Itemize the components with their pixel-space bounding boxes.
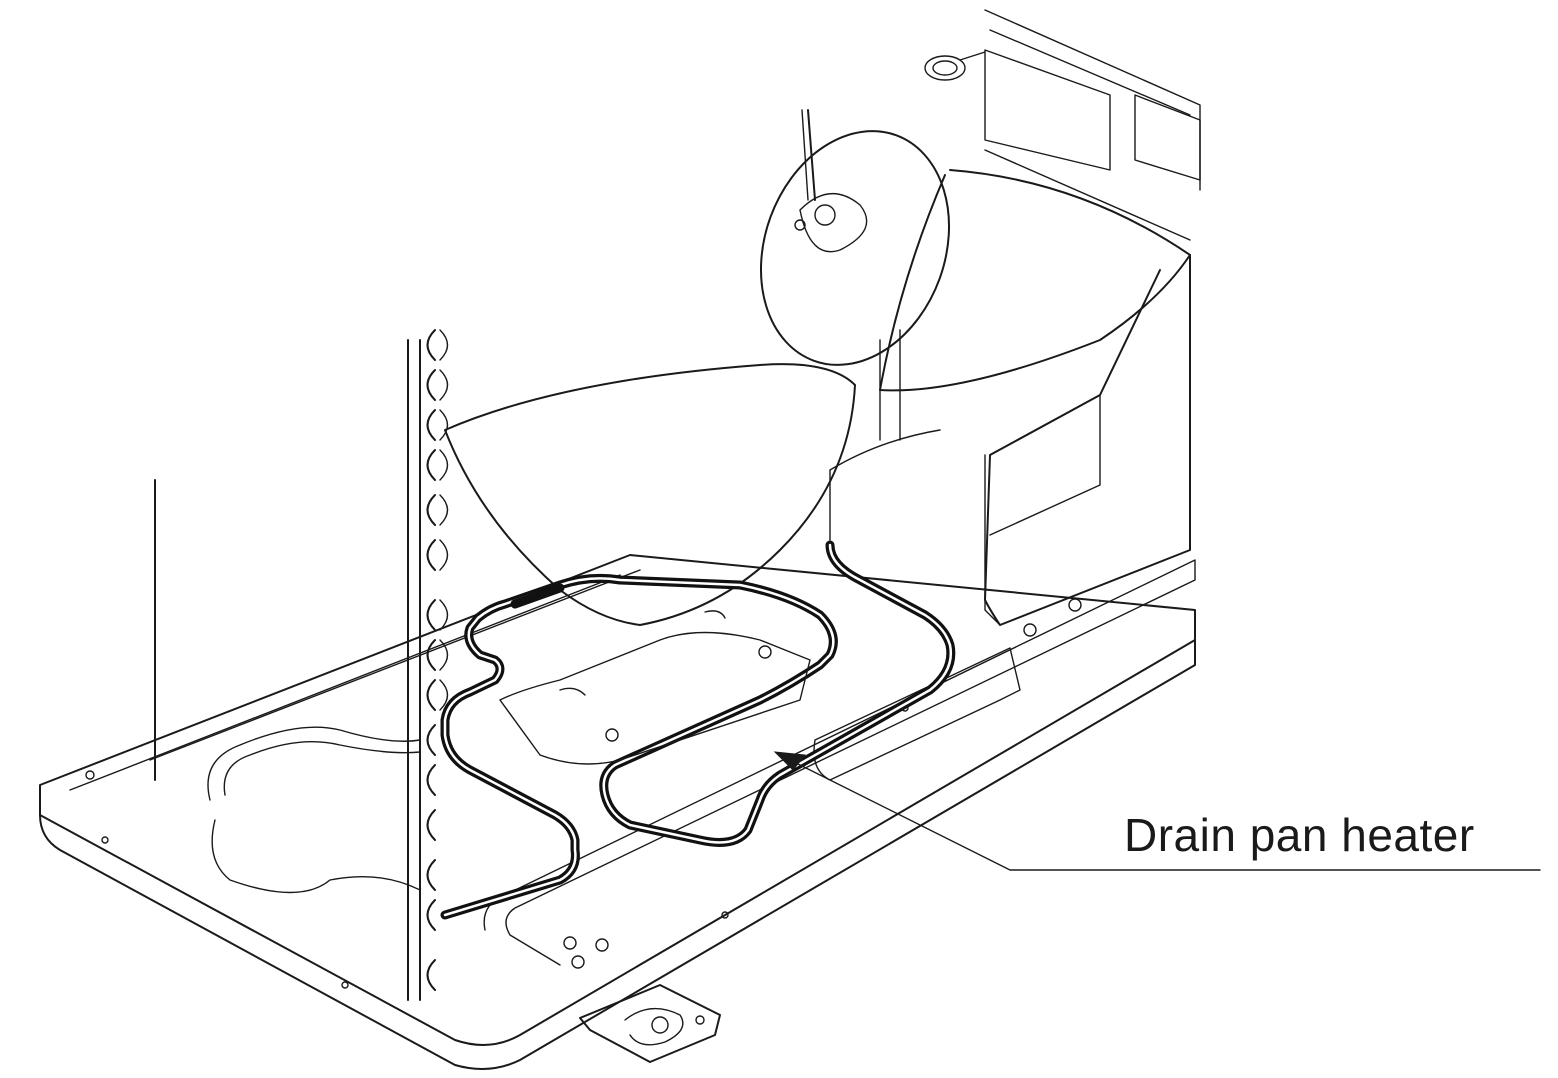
heat-exchanger-coil [154,329,449,1001]
fan-bracket [499,610,811,765]
drain-pan-heater-label: Drain pan heater [1124,809,1475,861]
base-pan [39,554,1196,1070]
callout-leader [773,751,1541,871]
top-frame [924,9,1201,241]
drain-channel [483,559,1196,969]
drain-recess [207,726,421,894]
fan-shroud [444,363,856,626]
compressor-housing [829,169,1191,637]
mounting-foot [579,984,721,1063]
drain-pan-heater [440,540,956,920]
callout-arrowhead [773,751,806,771]
fan [759,109,951,441]
